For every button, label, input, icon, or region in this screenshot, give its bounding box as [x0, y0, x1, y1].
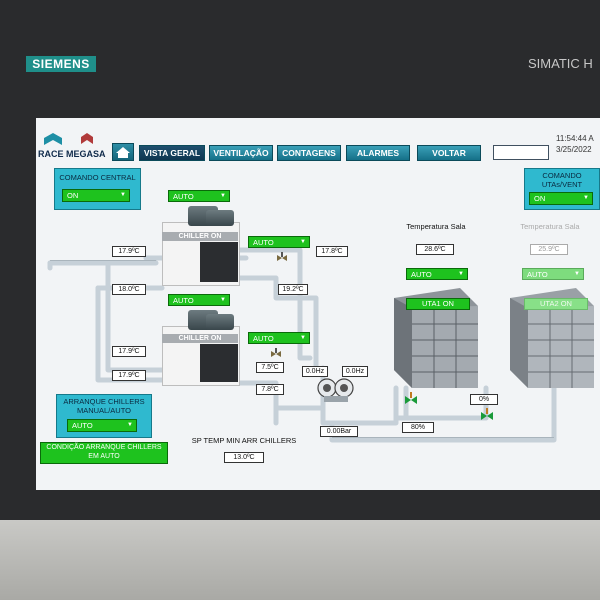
sp-temp-value[interactable]: 13.0ºC [224, 452, 264, 463]
chiller2-unit: CHILLER ON [162, 310, 240, 386]
home-button[interactable] [112, 143, 134, 161]
chiller2-panel [200, 344, 238, 382]
sp-temp-label: SP TEMP MIN ARR CHILLERS [191, 436, 297, 445]
chiller2-pump-select[interactable]: AUTO ▼ [248, 332, 310, 344]
chiller1-panel [200, 242, 238, 282]
chevron-down-icon: ▼ [300, 239, 306, 245]
chevron-down-icon: ▼ [120, 192, 126, 198]
nav-alarmes-button[interactable]: ALARMES [346, 145, 410, 161]
comando-central-title: COMANDO CENTRAL [59, 173, 136, 182]
home-icon [116, 147, 130, 158]
chiller2-mode-value: AUTO [173, 296, 194, 305]
uta2-status: UTA2 ON [524, 298, 588, 310]
uta1-temp-value: 28.6ºC [416, 244, 454, 255]
race-logo-mark-icon [44, 133, 62, 145]
chevron-down-icon: ▼ [220, 193, 226, 199]
uta2-valve-icon[interactable] [480, 408, 494, 424]
comando-utas-panel: COMANDO UTAs/VENT ON ▼ [524, 168, 600, 210]
status-field [493, 145, 549, 160]
comando-central-panel: COMANDO CENTRAL ON ▼ [54, 168, 141, 210]
pump1-frequency: 0.0Hz [302, 366, 328, 377]
chiller1-temp-out: 17.8ºC [316, 246, 348, 257]
uta1-valve-icon[interactable] [404, 392, 418, 408]
uta2-valve-value: 0% [470, 394, 498, 405]
valve-icon[interactable] [276, 252, 288, 264]
uta2-temp-value: 25.9ºC [530, 244, 568, 255]
race-logo-text: RACE [38, 149, 64, 159]
uta2-mode-value: AUTO [527, 270, 548, 279]
chiller2-temp-return: 17.9ºC [112, 370, 146, 381]
nav-contagens-button[interactable]: CONTAGENS [277, 145, 341, 161]
chiller1-unit: CHILLER ON [162, 206, 240, 286]
chiller1-temp-in: 17.9ºC [112, 246, 146, 257]
chiller1-mode-value: AUTO [173, 192, 194, 201]
chiller1-pump-value: AUTO [253, 238, 274, 247]
chiller2-temp-supply: 7.5ºC [256, 362, 284, 373]
nav-ventilacao-button[interactable]: VENTILAÇÃO [209, 145, 273, 161]
chevron-down-icon: ▼ [300, 335, 306, 341]
uta1-unit [384, 284, 482, 390]
comando-central-select[interactable]: ON ▼ [62, 189, 130, 202]
nav-vista-geral-button[interactable]: VISTA GERAL [139, 145, 205, 161]
uta1-status: UTA1 ON [406, 298, 470, 310]
uta2-unit [500, 284, 598, 390]
comando-central-value: ON [67, 191, 79, 200]
chiller1-pump-select[interactable]: AUTO ▼ [248, 236, 310, 248]
chiller1-temp-right: 19.2ºC [278, 284, 308, 295]
panel-bezel-bottom [0, 520, 600, 600]
chiller2-temp-in: 17.9ºC [112, 346, 146, 357]
race-logo [42, 132, 64, 154]
comando-utas-title: COMANDO UTAs/VENT [541, 171, 583, 189]
chiller1-temp-return: 18.0ºC [112, 284, 146, 295]
chiller1-mode-select[interactable]: AUTO ▼ [168, 190, 230, 202]
chiller2-temp-out: 7.8ºC [256, 384, 284, 395]
chiller1-compressor-2 [206, 210, 234, 226]
clock-date: 3/25/2022 [556, 145, 592, 154]
uta2-temp-label: Temperatura Sala [520, 222, 580, 231]
pump2-frequency: 0.0Hz [342, 366, 368, 377]
uta1-valve-value: 80% [402, 422, 434, 433]
model-label: SIMATIC H [528, 56, 593, 71]
chevron-down-icon: ▼ [458, 271, 464, 277]
uta1-mode-value: AUTO [411, 270, 432, 279]
arranque-title: ARRANQUE CHILLERS MANUAL/AUTO [63, 397, 145, 415]
chevron-down-icon: ▼ [583, 195, 589, 201]
piping-diagram [47, 247, 557, 443]
nav-voltar-button[interactable]: VOLTAR [417, 145, 481, 161]
uta1-mode-select[interactable]: AUTO ▼ [406, 268, 468, 280]
siemens-logo: SIEMENS [26, 56, 96, 72]
chevron-down-icon: ▼ [220, 297, 226, 303]
pump-group[interactable] [316, 376, 356, 404]
chiller2-mode-select[interactable]: AUTO ▼ [168, 294, 230, 306]
chevron-down-icon: ▼ [127, 422, 133, 428]
arranque-panel: ARRANQUE CHILLERS MANUAL/AUTO AUTO ▼ [56, 394, 152, 438]
condicao-indicator: CONDIÇÃO ARRANQUE CHILLERS EM AUTO [40, 442, 168, 464]
megasa-logo-mark-icon [80, 132, 94, 146]
comando-utas-value: ON [534, 194, 546, 203]
hmi-screen: RACE MEGASA VISTA GERAL VENTILAÇÃO CONTA… [36, 118, 600, 490]
pump-pressure: 0.00Bar [320, 426, 358, 437]
uta2-mode-select[interactable]: AUTO ▼ [522, 268, 584, 280]
chiller1-status: CHILLER ON [162, 232, 238, 241]
megasa-logo-text: MEGASA [66, 149, 106, 159]
uta1-temp-label: Temperatura Sala [406, 222, 466, 231]
chiller2-status: CHILLER ON [162, 334, 238, 343]
valve-icon[interactable] [270, 348, 282, 360]
clock-time: 11:54:44 A [556, 134, 594, 143]
chiller2-compressor-2 [206, 314, 234, 330]
arranque-value: AUTO [72, 421, 93, 430]
chiller2-pump-value: AUTO [253, 334, 274, 343]
chevron-down-icon: ▼ [574, 271, 580, 277]
arranque-select[interactable]: AUTO ▼ [67, 419, 137, 432]
comando-utas-select[interactable]: ON ▼ [529, 192, 593, 205]
